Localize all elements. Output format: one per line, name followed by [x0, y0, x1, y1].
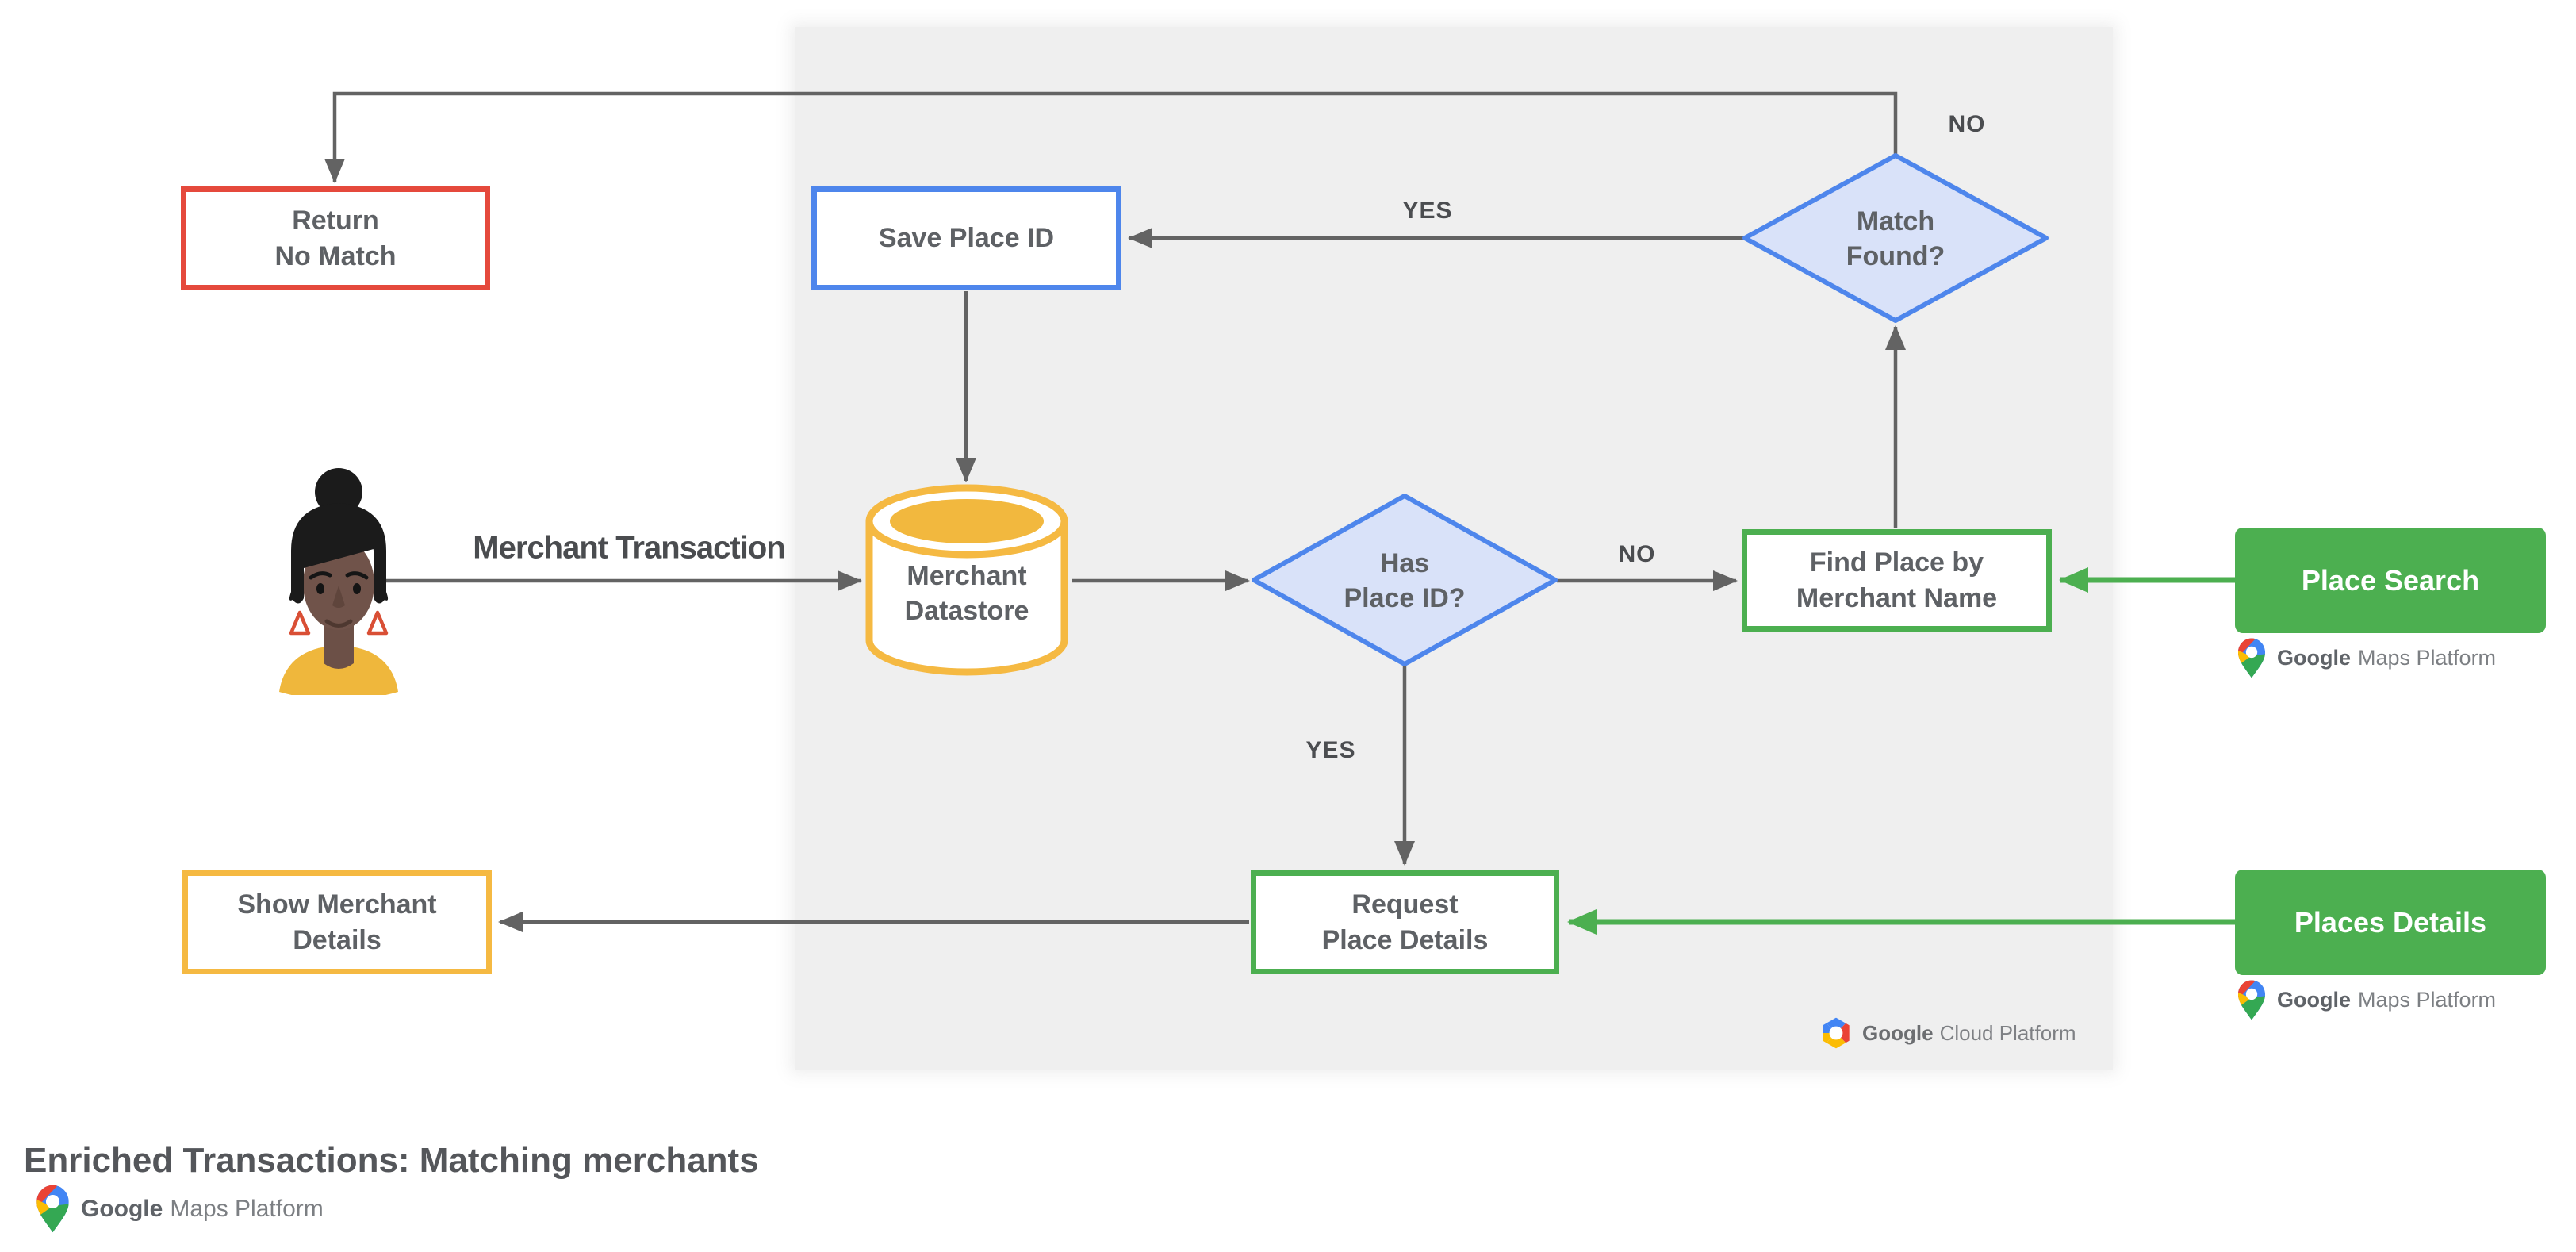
- has-place-id-label: Has Place ID?: [1344, 547, 1466, 613]
- google-maps-pin-icon: [2237, 979, 2267, 1021]
- node-save-place-id: Save Place ID: [811, 186, 1121, 290]
- avatar-eye-right: [353, 583, 361, 594]
- user-avatar: [279, 468, 398, 695]
- maps-platform-lockup-place-search: Google Maps Platform: [2237, 637, 2496, 679]
- edge-label-match-found-yes: YES: [1402, 198, 1453, 224]
- edge-label-has-place-id-yes: YES: [1305, 737, 1356, 763]
- edge-match-found-no-to-return: [324, 91, 1898, 183]
- google-maps-pin-icon: [2237, 637, 2267, 679]
- avatar-hair-bun: [315, 468, 362, 516]
- avatar-hair: [289, 503, 389, 604]
- google-maps-pin-icon: [35, 1184, 71, 1234]
- avatar-eyebrow-left: [309, 571, 332, 580]
- logo-text-google: Google: [81, 1195, 163, 1222]
- user-avatar-figure: [279, 468, 398, 695]
- logo-text-maps-platform: Maps Platform: [170, 1195, 324, 1222]
- avatar-neck: [324, 616, 354, 669]
- avatar-nose: [332, 586, 345, 608]
- avatar-earring-left: [289, 610, 311, 636]
- maps-platform-lockup-footer: Google Maps Platform: [35, 1184, 324, 1234]
- logo-text-google: Google: [1862, 1020, 1934, 1045]
- merchant-datastore-label: Merchant Datastore: [904, 560, 1029, 626]
- avatar-mouth: [324, 619, 353, 628]
- logo-text-google: Google: [2277, 646, 2351, 670]
- diagram-title: Enriched Transactions: Matching merchant…: [24, 1141, 759, 1180]
- edge-label-merchant-transaction: Merchant Transaction: [473, 530, 785, 566]
- maps-platform-lockup-places-details: Google Maps Platform: [2237, 979, 2496, 1021]
- merchant-datastore-cylinder: [865, 484, 1068, 676]
- node-place-search-api: Place Search: [2235, 528, 2546, 633]
- cloud-platform-lockup: Google Cloud Platform: [1819, 1016, 2076, 1050]
- node-show-merchant-details: Show Merchant Details: [182, 870, 492, 974]
- logo-text-maps-platform: Maps Platform: [2358, 988, 2497, 1012]
- has-place-id-diamond: [1252, 494, 1558, 666]
- google-cloud-hexagon-icon: [1819, 1016, 1853, 1050]
- node-request-place-details: Request Place Details: [1251, 870, 1559, 974]
- avatar-shirt: [279, 646, 398, 695]
- logo-text-cloud-platform: Cloud Platform: [1939, 1020, 2076, 1045]
- avatar-hair-fringe: [304, 544, 374, 568]
- avatar-earring-right: [366, 610, 389, 636]
- match-found-diamond: [1742, 153, 2049, 323]
- match-found-label: Match Found?: [1846, 205, 1945, 271]
- node-find-place-by-merchant-name: Find Place by Merchant Name: [1742, 529, 2052, 632]
- node-places-details-api: Places Details: [2235, 870, 2546, 975]
- node-return-no-match: Return No Match: [181, 186, 490, 290]
- edge-label-match-found-no: NO: [1948, 111, 1986, 137]
- avatar-eyebrow-right: [345, 571, 369, 580]
- logo-text-maps-platform: Maps Platform: [2358, 646, 2497, 670]
- logo-text-google: Google: [2277, 988, 2351, 1012]
- edge-label-has-place-id-no: NO: [1618, 541, 1656, 567]
- avatar-eye-left: [316, 583, 324, 594]
